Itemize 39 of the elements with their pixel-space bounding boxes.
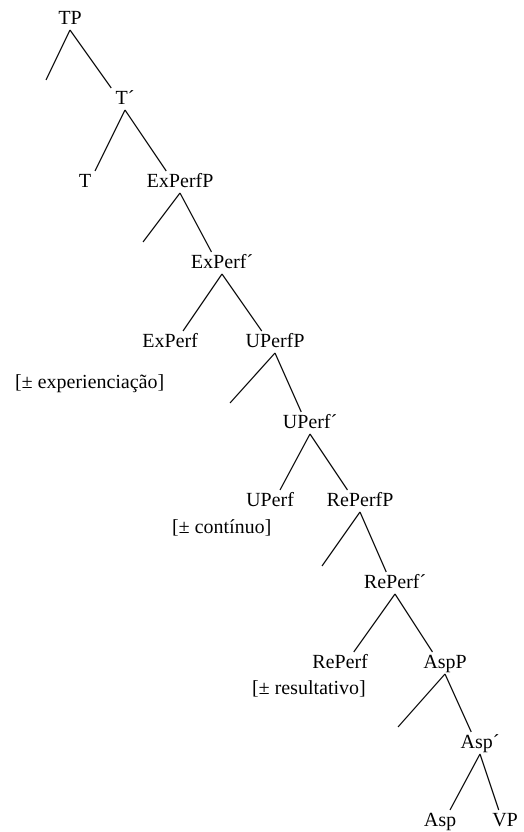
branch-line <box>179 192 212 252</box>
tree-node-label: RePerf´ <box>364 571 426 593</box>
tree-node-label: Asp <box>424 809 456 831</box>
branch-line <box>70 30 112 88</box>
branch-line <box>182 274 222 332</box>
tree-node-label: T <box>78 170 92 192</box>
tree-node-label: UPerfP <box>246 330 304 352</box>
branch-line <box>444 674 472 732</box>
branch-line <box>222 274 262 332</box>
branch-line <box>449 754 481 810</box>
empty-branch-line <box>45 30 71 80</box>
tree-node-label: ExPerfP <box>146 170 214 192</box>
tree-node-label: ExPerf <box>142 330 198 352</box>
tree-node-label: AspP <box>423 651 467 673</box>
tree-node-label: T´ <box>116 87 134 109</box>
branch-line <box>353 594 396 652</box>
empty-branch-line <box>322 512 360 566</box>
tree-node-label: UPerf´ <box>282 411 338 433</box>
branch-line <box>394 594 433 652</box>
tree-node-label: Asp´ <box>460 731 500 753</box>
branch-line <box>279 434 311 490</box>
feature-annotation: [± contínuo] <box>172 516 272 538</box>
tree-node-label: VP <box>492 809 518 831</box>
tree-node-label: RePerf <box>312 651 368 673</box>
tree-node-label: RePerfP <box>326 489 394 511</box>
branch-line <box>274 352 302 412</box>
empty-branch-line <box>142 192 180 242</box>
feature-annotation: [± resultativo] <box>252 677 366 699</box>
empty-branch-line <box>398 674 446 728</box>
tree-node-label: ExPerf´ <box>190 251 254 273</box>
branch-line <box>359 512 387 572</box>
tree-node-label: TP <box>58 7 82 29</box>
branch-line <box>124 110 167 172</box>
tree-node-label: UPerf <box>246 489 294 511</box>
empty-branch-line <box>230 352 276 404</box>
branch-line <box>310 434 348 490</box>
feature-annotation: [± experienciação] <box>15 371 164 393</box>
branch-line <box>479 754 500 810</box>
branch-line <box>94 110 126 172</box>
